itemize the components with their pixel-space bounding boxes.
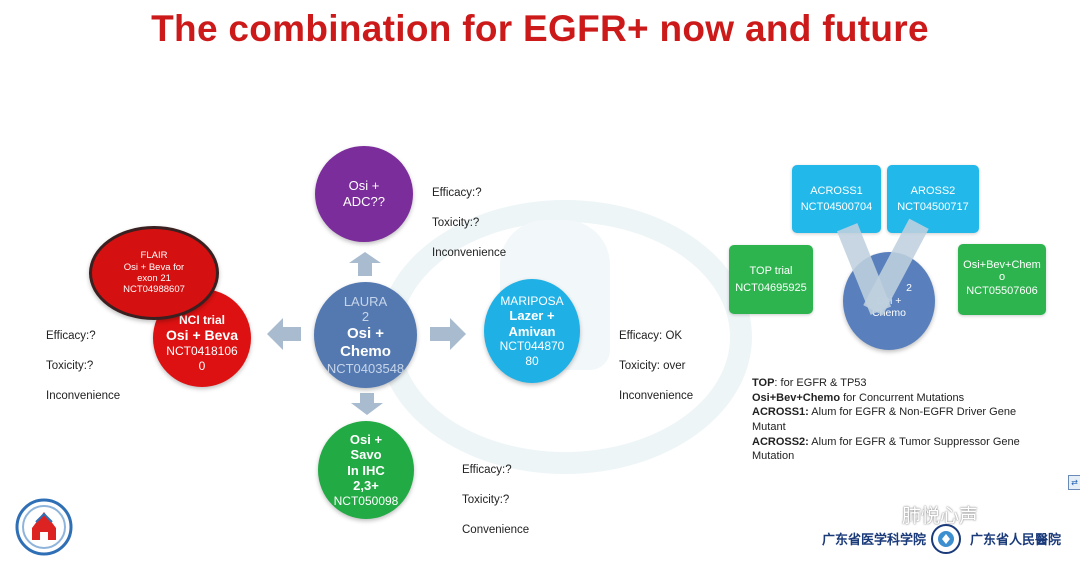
top-trial-name: TOP trial (749, 265, 793, 277)
osi-bev-chemo-box: Osi+Bev+Chem o NCT05507606 (958, 244, 1046, 315)
aross2-box: AROSS2 NCT04500717 (887, 165, 979, 233)
note-convenience: Inconvenience (619, 389, 694, 402)
mariposa-nct2: 80 (525, 353, 539, 368)
top-trial-nct: NCT04695925 (735, 281, 807, 294)
note-efficacy: Efficacy:? (46, 329, 96, 342)
mariposa-nct1: NCT044870 (499, 339, 565, 354)
hospital-seal-icon (931, 524, 961, 554)
legend-row-across1: ACROSS1: Alum for EGFR & Non-EGFR Driver… (752, 406, 1017, 433)
note-toxicity: Toxicity:? (432, 216, 480, 229)
center-line1: Osi + (346, 324, 385, 342)
laura-osi-chemo-circle: LAURA 2 Osi + Chemo NCT0403548 (314, 282, 417, 388)
savo-line1: Osi + (349, 431, 383, 447)
across1-name: ACROSS1 (810, 184, 863, 197)
osi-adc-circle: Osi + ADC?? (315, 146, 413, 242)
flair-nct: NCT04988607 (123, 284, 185, 296)
nci-nct1: NCT0418106 (166, 344, 238, 359)
laura-number: 2 (361, 309, 370, 325)
share-icon[interactable]: ⇄ (1068, 475, 1080, 490)
mariposa-circle: MARIPOSA Lazer + Amivan NCT044870 80 (484, 279, 580, 383)
laura-label: LAURA (343, 293, 388, 309)
note-efficacy: Efficacy: OK (619, 329, 683, 342)
arrow-down-icon (351, 393, 383, 415)
arrow-right-icon (430, 318, 466, 350)
note-convenience: Convenience (462, 523, 530, 536)
aross2-nct: NCT04500717 (897, 201, 969, 213)
note-convenience: Inconvenience (432, 246, 507, 259)
center-nct: NCT0403548 (326, 360, 405, 376)
legend-row-osi-bev-chemo: Osi+Bev+Chemo for Concurrent Mutations (752, 391, 965, 404)
aross2-name: AROSS2 (910, 184, 956, 197)
hospital-logo-icon (15, 498, 73, 556)
legend-row-across2: ACROSS2: Alum for EGFR & Tumor Suppresso… (752, 435, 1020, 463)
arrow-up-icon (349, 252, 381, 276)
legend-row-top: TOP: for EGFR & TP53 (752, 377, 867, 389)
note-convenience: Inconvenience (46, 389, 121, 402)
center-line2: Chemo (340, 342, 391, 360)
academy-name: 广东省医学科学院 (822, 533, 927, 548)
across1-nct: NCT04500704 (800, 201, 873, 213)
osi-chemo-num: 2 (906, 282, 912, 295)
note-toxicity: Toxicity:? (46, 359, 94, 372)
nci-note: Efficacy:? Toxicity:? Inconvenience (46, 314, 120, 419)
mariposa-line2: Amivan (508, 323, 556, 339)
nci-nct2: 0 (198, 358, 206, 373)
savo-line4: 2,3+ (353, 478, 379, 494)
note-efficacy: Efficacy:? (432, 186, 482, 199)
osi-adc-line1: Osi + (348, 178, 380, 194)
nci-title: NCI trial (178, 313, 225, 328)
savo-line2: Savo (350, 447, 382, 463)
wechat-watermark: 肺悦心声 (902, 506, 979, 527)
mariposa-title: MARIPOSA (500, 293, 564, 308)
osi-bev-name2: o (998, 271, 1006, 284)
osi-savo-note: Efficacy:? Toxicity:? Convenience (462, 448, 529, 553)
savo-line3: In IHC (347, 462, 385, 478)
mariposa-note: Efficacy: OK Toxicity: over Inconvenienc… (619, 314, 693, 419)
note-toxicity: Toxicity:? (462, 493, 510, 506)
note-toxicity: Toxicity: over (619, 359, 686, 372)
trial-legend: TOP: for EGFR & TP53 Osi+Bev+Chemo for C… (752, 376, 1052, 464)
osi-adc-note: Efficacy:? Toxicity:? Inconvenience (432, 171, 506, 276)
osi-savo-circle: Osi + Savo In IHC 2,3+ NCT050098 (318, 421, 414, 519)
slide-title: The combination for EGFR+ now and future (151, 8, 929, 49)
flair-line2: exon 21 (137, 273, 171, 284)
note-efficacy: Efficacy:? (462, 463, 512, 476)
nci-line1: Osi + Beva (166, 327, 238, 344)
arrow-left-icon (267, 318, 301, 350)
top-trial-box: TOP trial NCT04695925 (729, 245, 813, 314)
mariposa-line1: Lazer + (509, 308, 555, 324)
flair-line1: Osi + Beva for (123, 261, 185, 273)
flair-circle: FLAIR Osi + Beva for exon 21 NCT04988607 (89, 226, 219, 320)
savo-nct: NCT050098 (333, 493, 399, 508)
osi-adc-line2: ADC?? (343, 194, 385, 209)
osi-bev-name1: Osi+Bev+Chem (963, 259, 1041, 272)
osi-bev-nct: NCT05507606 (966, 285, 1038, 298)
flair-title: FLAIR (140, 250, 168, 262)
across1-box: ACROSS1 NCT04500704 (792, 165, 881, 233)
hospital-name: 广东省人民醫院 (970, 533, 1062, 548)
